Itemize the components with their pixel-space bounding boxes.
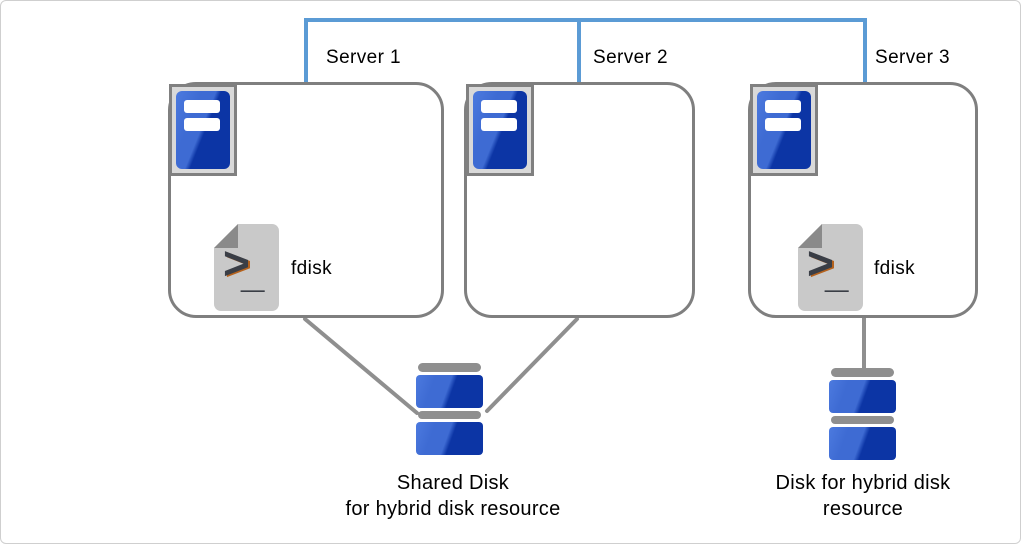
cursor-glyph: _ xyxy=(825,249,849,296)
server-tower-icon xyxy=(169,84,237,176)
fdisk-label-server3: fdisk xyxy=(874,258,916,279)
server-2-label: Server 2 xyxy=(593,47,669,68)
server-drive-bay xyxy=(481,118,517,131)
server-drive-bay xyxy=(184,118,220,131)
fdisk-label-server1: fdisk xyxy=(291,258,333,279)
cursor-glyph: _ xyxy=(241,249,265,296)
shared-disk-caption-line2: for hybrid disk resource xyxy=(345,498,561,520)
storage-link-server2 xyxy=(485,317,579,413)
disk-cap xyxy=(831,416,894,424)
disk-platter xyxy=(829,380,896,413)
server-box-2 xyxy=(464,82,695,318)
server-drive-bay xyxy=(765,118,801,131)
server-drive-bay xyxy=(481,100,517,113)
disk-platter xyxy=(416,375,483,408)
hybrid-disk-caption-line1: Disk for hybrid disk xyxy=(775,472,951,494)
server-drive-bay xyxy=(184,100,220,113)
hybrid-disk-caption: Disk for hybrid disk resource xyxy=(738,470,988,522)
hybrid-disk-caption-line2: resource xyxy=(822,498,904,520)
prompt-glyph: > xyxy=(807,237,834,289)
disk-platter xyxy=(416,422,483,455)
script-file-icon: > _ xyxy=(214,224,279,311)
shared-disk-stack-icon xyxy=(416,363,483,455)
disk-cap xyxy=(418,411,481,419)
disk-platter xyxy=(829,427,896,460)
server-1-label: Server 1 xyxy=(326,47,402,68)
script-file-icon: > _ xyxy=(798,224,863,311)
hybrid-disk-stack-icon xyxy=(829,368,896,460)
storage-link-server1 xyxy=(303,317,419,415)
server-3-label: Server 3 xyxy=(875,47,951,68)
server-tower-icon xyxy=(466,84,534,176)
server-tower-body xyxy=(757,91,811,169)
disk-cap xyxy=(831,368,894,377)
server-tower-icon xyxy=(750,84,818,176)
shared-disk-caption: Shared Disk for hybrid disk resource xyxy=(328,470,578,522)
shared-disk-caption-line1: Shared Disk xyxy=(396,472,510,494)
server-tower-body xyxy=(473,91,527,169)
server-tower-body xyxy=(176,91,230,169)
prompt-glyph: > xyxy=(223,237,250,289)
server-drive-bay xyxy=(765,100,801,113)
interconnect-line xyxy=(304,18,867,82)
disk-cap xyxy=(418,363,481,372)
